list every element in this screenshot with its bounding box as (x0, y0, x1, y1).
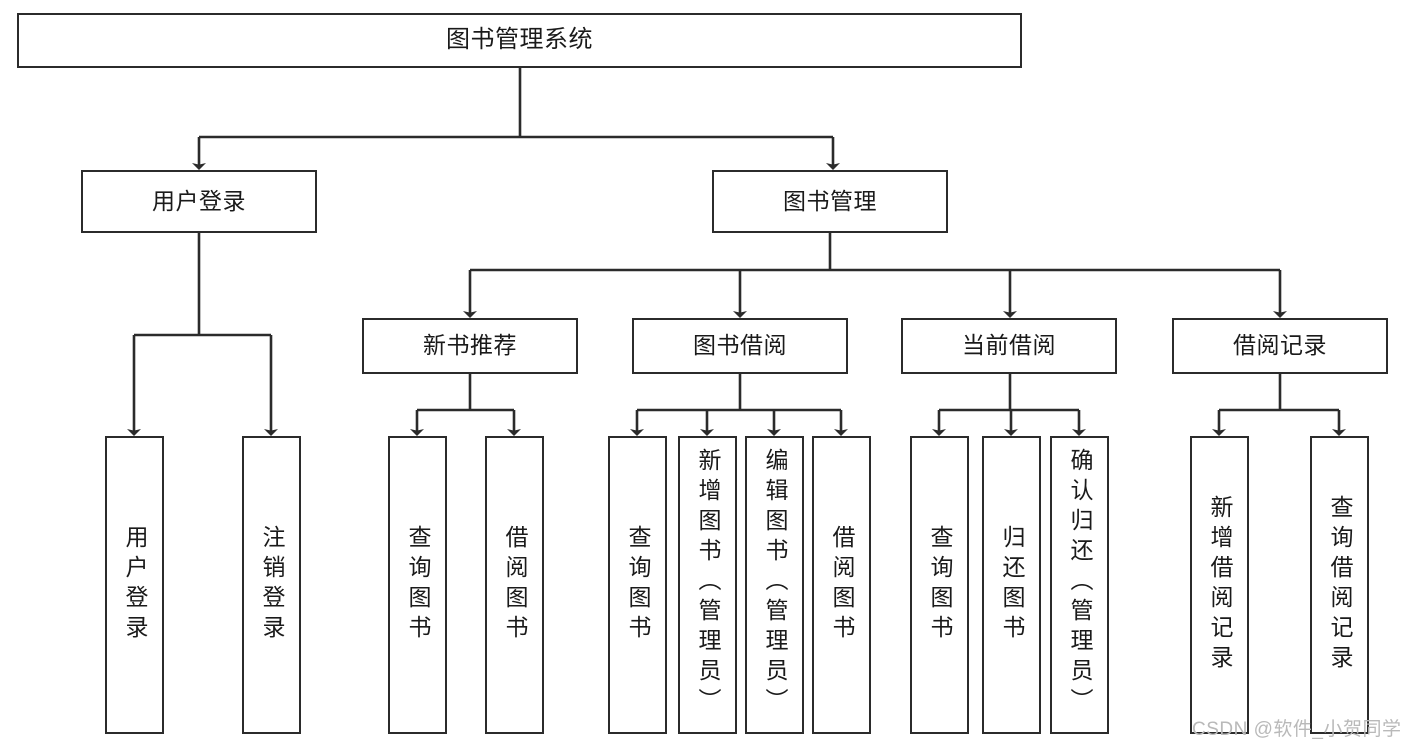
node-borrow-record-label: 借阅记录 (1233, 332, 1327, 359)
node-current-borrow-label: 当前借阅 (962, 332, 1056, 359)
leaf-query-book-2-label: 查询图书 (625, 525, 651, 645)
node-book-borrow-label: 图书借阅 (693, 332, 787, 359)
node-current-borrow[interactable]: 当前借阅 (901, 318, 1117, 374)
leaf-borrow-book-2[interactable]: 借阅图书 (812, 436, 871, 734)
node-new-book-recommend-label: 新书推荐 (423, 332, 517, 359)
leaf-borrow-book-1[interactable]: 借阅图书 (485, 436, 544, 734)
node-user-login-label: 用户登录 (152, 187, 246, 214)
leaf-borrow-book-1-label: 借阅图书 (502, 525, 528, 645)
leaf-edit-book-admin-label: 编辑图书（管理员） (762, 448, 788, 718)
leaf-query-book-3[interactable]: 查询图书 (910, 436, 969, 734)
node-root-label: 图书管理系统 (446, 26, 593, 54)
node-book-management-label: 图书管理 (783, 187, 877, 214)
leaf-add-book-admin-label: 新增图书（管理员） (695, 448, 721, 718)
node-user-login[interactable]: 用户登录 (81, 170, 317, 233)
leaf-query-borrow-record[interactable]: 查询借阅记录 (1310, 436, 1369, 734)
leaf-logout-login-label: 注销登录 (259, 525, 285, 645)
node-book-management[interactable]: 图书管理 (712, 170, 948, 233)
leaf-logout-login[interactable]: 注销登录 (242, 436, 301, 734)
leaf-query-book-1[interactable]: 查询图书 (388, 436, 447, 734)
node-borrow-record[interactable]: 借阅记录 (1172, 318, 1388, 374)
leaf-user-login[interactable]: 用户登录 (105, 436, 164, 734)
node-root[interactable]: 图书管理系统 (17, 13, 1022, 68)
leaf-return-book[interactable]: 归还图书 (982, 436, 1041, 734)
leaf-user-login-label: 用户登录 (122, 525, 148, 645)
leaf-confirm-return-admin[interactable]: 确认归还（管理员） (1050, 436, 1109, 734)
leaf-confirm-return-admin-label: 确认归还（管理员） (1067, 448, 1093, 718)
leaf-borrow-book-2-label: 借阅图书 (829, 525, 855, 645)
leaf-query-book-2[interactable]: 查询图书 (608, 436, 667, 734)
leaf-edit-book-admin[interactable]: 编辑图书（管理员） (745, 436, 804, 734)
node-new-book-recommend[interactable]: 新书推荐 (362, 318, 578, 374)
csdn-watermark: CSDN @软件_小贺同学 (1192, 719, 1402, 740)
leaf-query-borrow-record-label: 查询借阅记录 (1327, 495, 1353, 675)
node-book-borrow[interactable]: 图书借阅 (632, 318, 848, 374)
leaf-query-book-3-label: 查询图书 (927, 525, 953, 645)
leaf-return-book-label: 归还图书 (999, 525, 1025, 645)
leaf-add-borrow-record-label: 新增借阅记录 (1207, 495, 1233, 675)
leaf-add-borrow-record[interactable]: 新增借阅记录 (1190, 436, 1249, 734)
leaf-query-book-1-label: 查询图书 (405, 525, 431, 645)
leaf-add-book-admin[interactable]: 新增图书（管理员） (678, 436, 737, 734)
